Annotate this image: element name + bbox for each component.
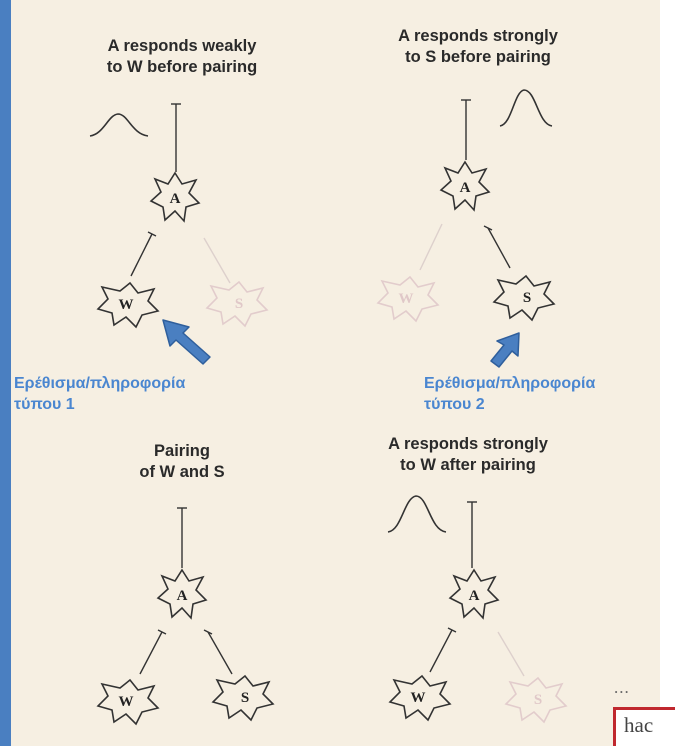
synapse-w-to-a (131, 234, 152, 276)
panel-strong-before: A W S (378, 90, 554, 321)
neuron-w-label: W (119, 694, 134, 710)
panel-weak-before: A W S (90, 104, 267, 327)
synapse-s-to-a-faded (498, 632, 524, 676)
weak-response-trace (90, 114, 148, 136)
neuron-a-label: A (170, 191, 181, 207)
caption-stimulus-type-2: Ερέθισμα/πληροφορία τύπου 2 (424, 373, 674, 415)
synapse-s-to-a (208, 632, 232, 674)
cropped-text-fragment: hac (624, 713, 653, 738)
neuron-s-label: S (534, 692, 542, 708)
panel-pairing: A W S (98, 508, 273, 724)
synapse-w-to-a (140, 632, 162, 674)
cropped-text-fragment-top: ... (614, 678, 630, 698)
arrow-stimulus-2-icon (491, 333, 519, 367)
synapse-w-to-a-faded (420, 224, 442, 270)
synapse-s-to-a-faded (204, 238, 230, 283)
neuron-s-label: S (241, 690, 249, 706)
neuron-s-label: S (235, 296, 243, 312)
strong-response-trace (500, 90, 552, 126)
neuron-w-label: W (411, 690, 426, 706)
neuron-a-label: A (177, 588, 188, 604)
neuron-s-label: S (523, 290, 531, 306)
neuron-a-label: A (469, 588, 480, 604)
neuron-a-label: A (460, 180, 471, 196)
arrow-stimulus-1-icon (163, 320, 210, 364)
panel-strong-after: A W S (388, 496, 566, 722)
caption-stimulus-type-1: Ερέθισμα/πληροφορία τύπου 1 (14, 373, 294, 415)
synapse-w-to-a (430, 630, 452, 672)
strong-response-trace (388, 496, 446, 532)
neuron-w-label: W (119, 297, 134, 313)
neuron-w-label: W (399, 291, 414, 307)
synapse-s-to-a (488, 228, 510, 268)
